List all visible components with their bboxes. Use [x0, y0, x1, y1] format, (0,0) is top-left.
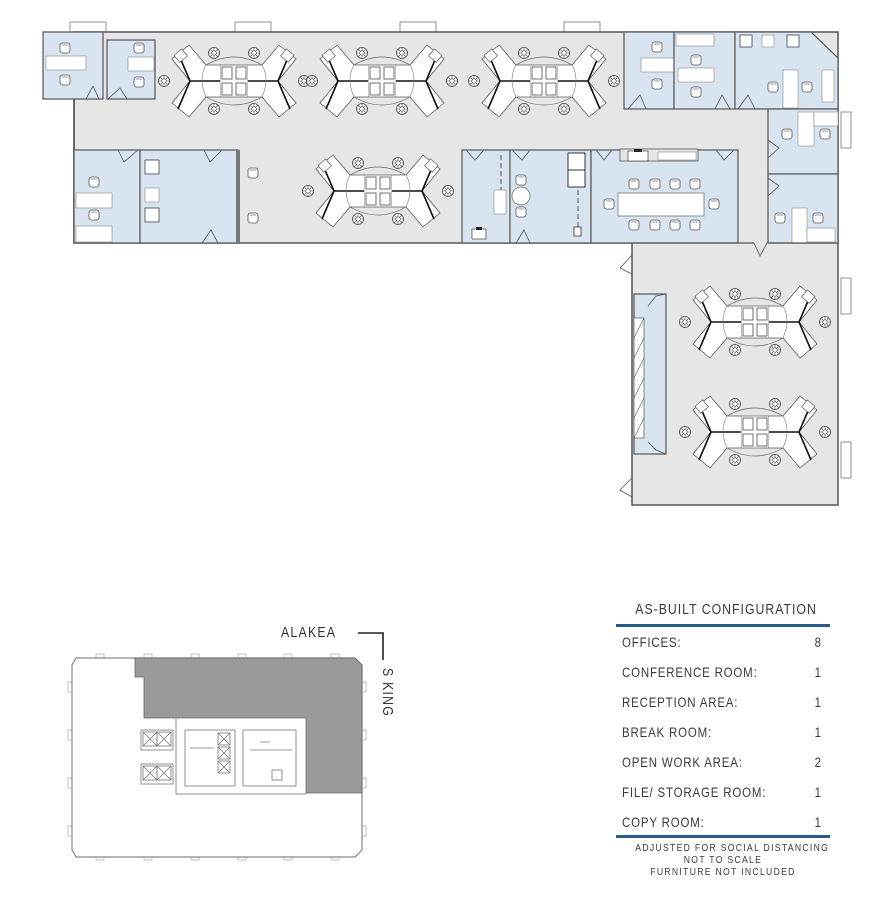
- office-e-1: [767, 108, 839, 175]
- office-ne-corner: [734, 31, 839, 110]
- legend-value: 1: [814, 724, 822, 740]
- office-nw-1: [42, 31, 104, 100]
- street-label-alakea: ALAKEA: [281, 624, 337, 641]
- note-furniture: FURNITURE NOT INCLUDED: [650, 866, 796, 878]
- note-not-to-scale: NOT TO SCALE: [683, 854, 763, 866]
- legend-label: CONFERENCE ROOM:: [622, 664, 758, 680]
- break-room: [509, 149, 592, 244]
- legend-row-file-storage: FILE/ STORAGE ROOM: 1: [616, 777, 830, 807]
- legend-value: 1: [814, 694, 822, 710]
- main-floor-plan: [42, 21, 852, 506]
- legend-row-offices: OFFICES: 8: [616, 627, 830, 657]
- legend-notes: ADJUSTED FOR SOCIAL DISTANCING NOT TO SC…: [616, 842, 830, 878]
- conference-room: [590, 148, 739, 244]
- legend-label: OPEN WORK AREA:: [622, 754, 743, 770]
- reception: [139, 149, 259, 244]
- street-corner-marker: [358, 632, 384, 660]
- legend-label: FILE/ STORAGE ROOM:: [622, 784, 767, 800]
- copy-room: [633, 293, 667, 455]
- legend-row-break-room: BREAK ROOM: 1: [616, 717, 830, 747]
- legend-row-copy-room: COPY ROOM: 1: [616, 807, 830, 837]
- legend-label: OFFICES:: [622, 634, 682, 650]
- legend-label: RECEPTION AREA:: [622, 694, 739, 710]
- legend-top-rule: [616, 624, 830, 627]
- configuration-legend: AS-BUILT CONFIGURATION OFFICES: 8 CONFER…: [616, 598, 830, 878]
- legend-value: 2: [814, 754, 822, 770]
- office-ne-2: [673, 31, 736, 110]
- office-e-2: [767, 173, 839, 244]
- legend-value: 8: [814, 634, 822, 650]
- legend-row-conference: CONFERENCE ROOM: 1: [616, 657, 830, 687]
- street-label-s-king: S KING: [379, 668, 396, 718]
- legend-bottom-rule: [616, 835, 830, 838]
- legend-label: COPY ROOM:: [622, 814, 705, 830]
- legend-row-open-work: OPEN WORK AREA: 2: [616, 747, 830, 777]
- legend-title: AS-BUILT CONFIGURATION: [635, 601, 817, 618]
- file-storage-room: [461, 149, 511, 244]
- office-w: [73, 149, 141, 244]
- legend-label: BREAK ROOM:: [622, 724, 713, 740]
- note-social-distancing: ADJUSTED FOR SOCIAL DISTANCING: [635, 842, 830, 854]
- legend-row-reception: RECEPTION AREA: 1: [616, 687, 830, 717]
- legend-value: 1: [814, 814, 822, 830]
- building-core: [140, 717, 307, 795]
- office-nw-2: [106, 39, 156, 100]
- legend-value: 1: [814, 784, 822, 800]
- key-plan: [67, 632, 384, 861]
- legend-value: 1: [814, 664, 822, 680]
- office-ne-1: [623, 31, 675, 110]
